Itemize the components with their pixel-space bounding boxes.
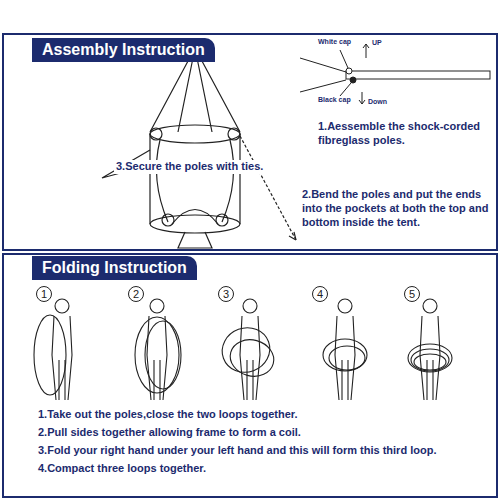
section-heading: Folding Instruction [42, 259, 187, 277]
direction-label: Down [368, 98, 387, 107]
part-label: Black cap [318, 96, 351, 105]
step-text: 3.Fold your right hand under your left h… [38, 444, 488, 458]
step-text: 2.Bend the poles and put the ends into t… [302, 188, 494, 229]
step-text: 2.Pull sides together allowing frame to … [38, 426, 478, 440]
section-heading: Assembly Instruction [42, 41, 205, 59]
part-label: White cap [318, 38, 351, 47]
callout-number: 1 [36, 286, 52, 302]
step-text: 3.Secure the poles with ties. [114, 160, 265, 174]
step-text: 4.Compact three loops together. [38, 462, 478, 476]
step-text: 1.Aessemble the shock-corded fibreglass … [318, 120, 494, 148]
section-banner: Folding Instruction [32, 256, 197, 280]
direction-label: UP [372, 39, 382, 48]
step-text: 1.Take out the poles,close the two loops… [38, 408, 478, 422]
section-banner: Assembly Instruction [32, 38, 215, 62]
callout-number: 5 [404, 286, 420, 302]
callout-number: 4 [312, 286, 328, 302]
callout-number: 2 [128, 286, 144, 302]
callout-number: 3 [218, 286, 234, 302]
